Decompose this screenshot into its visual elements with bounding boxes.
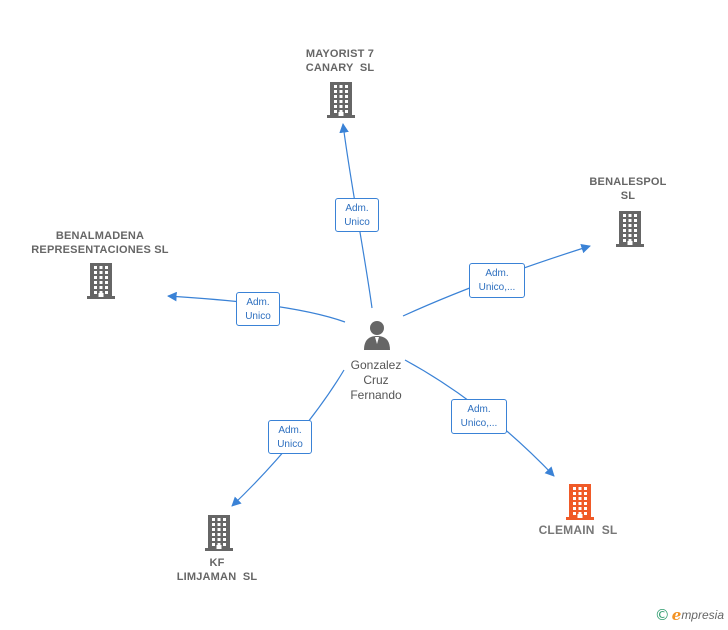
edge-label-clemain[interactable]: Adm. Unico,... — [451, 399, 507, 434]
brand-logo-letter: e — [671, 606, 682, 624]
person-icon[interactable] — [362, 320, 392, 355]
company-label-benalespol[interactable]: BENALESPOL SL — [589, 176, 667, 202]
building-icon-mayorist[interactable] — [325, 82, 357, 123]
edge-label-benalespol[interactable]: Adm. Unico,... — [469, 263, 525, 298]
company-label-clemain[interactable]: CLEMAIN SL — [538, 523, 618, 537]
edge-label-mayorist[interactable]: Adm. Unico — [335, 198, 379, 232]
edge-label-benalmadena[interactable]: Adm. Unico — [236, 292, 280, 326]
person-label[interactable]: Gonzalez Cruz Fernando — [350, 358, 402, 402]
building-icon-benalespol[interactable] — [614, 211, 646, 252]
building-icon-benalmadena[interactable] — [85, 263, 117, 304]
footer-brand: © e mpresia — [655, 606, 724, 624]
building-icon-clemain[interactable] — [564, 484, 596, 525]
copyright-icon: © — [654, 606, 670, 624]
company-label-benalmadena[interactable]: BENALMADENA REPRESENTACIONES SL — [31, 230, 169, 256]
company-label-kf[interactable]: KF LIMJAMAN SL — [176, 557, 258, 583]
company-label-mayorist[interactable]: MAYORIST 7 CANARY SL — [305, 48, 375, 74]
brand-name: mpresia — [681, 608, 724, 622]
building-icon-kf[interactable] — [203, 515, 235, 556]
edge-label-kf[interactable]: Adm. Unico — [268, 420, 312, 454]
